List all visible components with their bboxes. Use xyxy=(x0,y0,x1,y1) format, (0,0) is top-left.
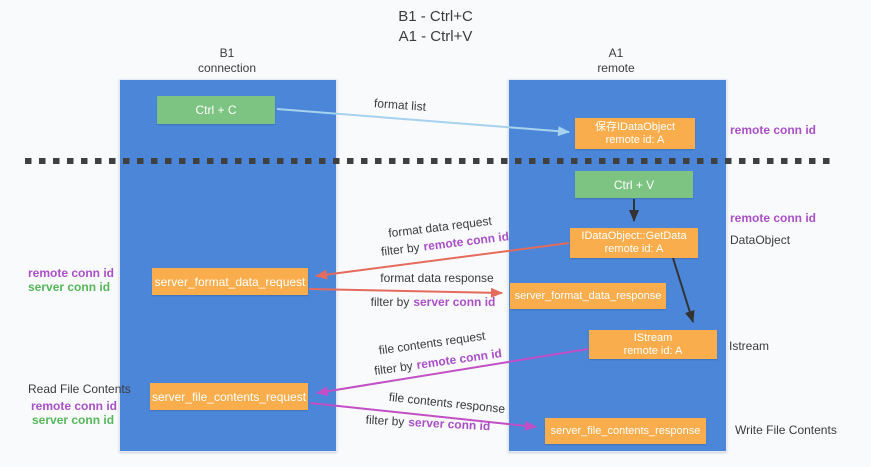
node-istream: IStream remote id: A xyxy=(589,330,717,359)
filter-by-text: filter by xyxy=(380,240,421,259)
server-conn-id-key: server conn id xyxy=(407,414,491,434)
annotation-istream: Istream xyxy=(729,339,770,353)
node-getdata-line1: IDataObject::GetData xyxy=(581,230,687,242)
node-ctrl-c-label: Ctrl + C xyxy=(195,103,237,117)
node-save-idataobject-line2: remote id: A xyxy=(605,133,665,146)
title-line-1: B1 - Ctrl+C xyxy=(398,8,473,25)
lane-b1-name: B1 xyxy=(219,46,235,60)
lane-a1-name: A1 xyxy=(608,46,624,60)
annotation-remote-conn-id-top: remote conn id xyxy=(730,123,817,137)
annotation-remote-conn-id-mid: remote conn id xyxy=(730,211,817,225)
node-ctrl-c: Ctrl + C xyxy=(157,96,275,124)
node-ctrl-v-label: Ctrl + V xyxy=(613,177,655,192)
annotation-dataobject: DataObject xyxy=(730,233,791,247)
node-istream-line2: remote id: A xyxy=(623,344,683,357)
node-format-response-label: server_format_data_response xyxy=(514,289,662,302)
annotation-server-conn-id-left2: server conn id xyxy=(32,413,115,427)
lane-b1-subtitle: connection xyxy=(197,61,257,75)
filter-by-text: filter by xyxy=(370,295,410,309)
format-data-response-arrow xyxy=(308,287,503,298)
node-server-file-contents-response: server_file_contents_response xyxy=(545,418,706,444)
lane-a1-subtitle: remote xyxy=(597,61,635,75)
diagram-title: B1 - Ctrl+C A1 - Ctrl+V xyxy=(0,7,871,47)
annotation-server-conn-id-left1: server conn id xyxy=(28,280,111,294)
annotation-read-file-contents: Read File Contents xyxy=(28,382,131,396)
edge-label-file-contents-response: file contents response xyxy=(388,389,506,417)
node-ctrl-v: Ctrl + V xyxy=(575,171,693,198)
node-save-idataobject: 保存IDataObject remote id: A xyxy=(575,118,695,149)
node-server-file-contents-request: server_file_contents_request xyxy=(150,383,308,410)
node-idataobject-getdata: IDataObject::GetData remote id: A xyxy=(570,228,698,258)
annotation-remote-conn-id-left2: remote conn id xyxy=(31,399,118,413)
node-server-format-data-request: server_format_data_request xyxy=(152,268,308,295)
edge-label-format-list: format list xyxy=(373,96,427,114)
node-format-request-label: server_format_data_request xyxy=(154,274,306,289)
node-save-idataobject-line1: 保存IDataObject xyxy=(594,120,676,133)
node-server-format-data-response: server_format_data_response xyxy=(510,283,666,309)
filter-by-text: filter by xyxy=(373,358,414,378)
filter-by-text: filter by xyxy=(365,412,405,429)
annotation-remote-conn-id-left1: remote conn id xyxy=(28,266,115,280)
lane-header-b1: B1 connection xyxy=(157,46,297,76)
node-getdata-line2: remote id: A xyxy=(604,243,664,255)
node-istream-line1: IStream xyxy=(633,331,673,344)
lane-header-a1: A1 remote xyxy=(546,46,686,76)
title-line-2: A1 - Ctrl+V xyxy=(398,28,473,45)
node-file-request-label: server_file_contents_request xyxy=(151,389,307,404)
node-file-response-label: server_file_contents_response xyxy=(550,424,701,437)
edge-label-format-data-response: format data response xyxy=(380,271,494,285)
server-conn-id-key: server conn id xyxy=(413,295,496,309)
annotation-write-file-contents: Write File Contents xyxy=(735,423,837,437)
